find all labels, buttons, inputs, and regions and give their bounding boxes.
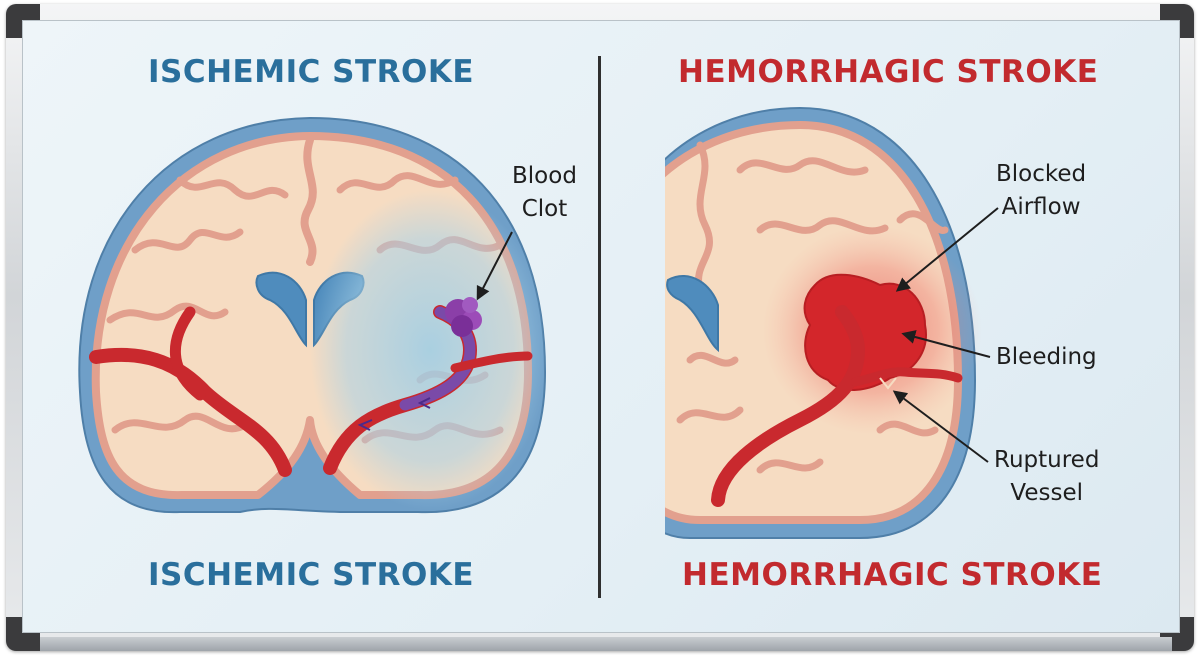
left-artery-branch: [169, 306, 206, 401]
blocked-airflow-label-line1: Blocked: [996, 161, 1087, 187]
ruptured-vessel-label-line2: Vessel: [1010, 480, 1084, 506]
blood-clot: [445, 297, 482, 337]
ischemic-title-top: ISCHEMIC STROKE: [148, 54, 475, 90]
hemorrhagic-title-top: HEMORRHAGIC STROKE: [678, 54, 1099, 90]
ruptured-vessel-label-line1: Ruptured: [994, 447, 1100, 473]
blood-clot-label-line2: Clot: [521, 196, 568, 222]
hemorrhagic-artery: [711, 305, 866, 507]
blood-clot-label-line1: Blood: [512, 163, 577, 189]
bleeding-arrow: [901, 330, 991, 358]
ruptured-vessel-label: Ruptured Vessel: [994, 444, 1099, 510]
ischemic-brain: [78, 116, 547, 514]
ruptured-vessel-arrow: [892, 390, 989, 463]
bleeding-mass: [803, 273, 927, 391]
blood-clot-label: Blood Clot: [512, 160, 577, 226]
ruptured-vessel: [850, 367, 963, 387]
blocked-airflow-label: Blocked Airflow: [996, 158, 1086, 224]
blocked-airflow-arrow: [895, 207, 999, 292]
right-artery-side-branch: [450, 351, 533, 373]
rupture-point: [879, 377, 897, 390]
panel-divider: [598, 56, 601, 598]
bleeding-label: Bleeding: [996, 344, 1097, 370]
ischemic-title-bottom: ISCHEMIC STROKE: [148, 557, 475, 593]
left-artery-main: [89, 347, 292, 477]
flow-arrows: [357, 397, 431, 431]
hemorrhagic-title-bottom: HEMORRHAGIC STROKE: [682, 557, 1103, 593]
ischemic-zone: [310, 190, 545, 510]
left-midline-fissure: [300, 136, 317, 266]
blood-clot-arrow: [476, 231, 513, 301]
hemorrhagic-brain: [665, 106, 982, 539]
marker-tray: [40, 637, 1172, 651]
blocked-airflow-label-line2: Airflow: [1001, 194, 1081, 220]
right-ventricles: [666, 275, 719, 353]
